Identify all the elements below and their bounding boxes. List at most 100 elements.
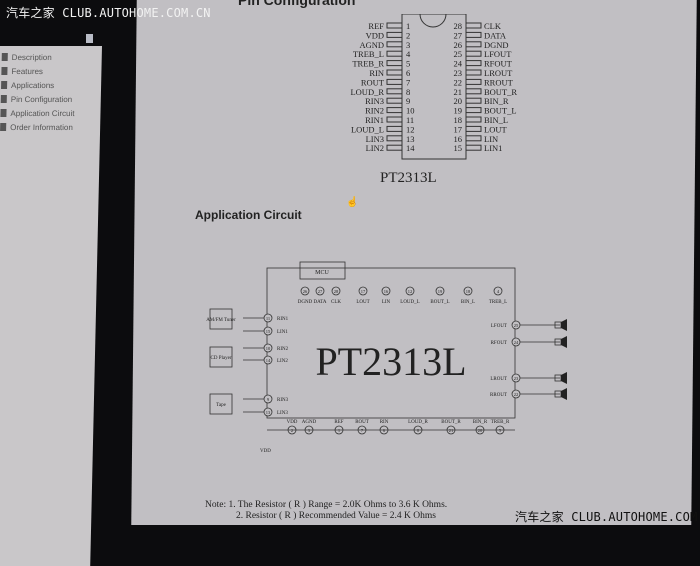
- pin-number: 16: [454, 134, 463, 144]
- pin-name: VDD: [366, 30, 384, 40]
- section-heading-pin-configuration: Pin Configuration: [238, 0, 356, 8]
- pin-number: 24: [514, 340, 519, 345]
- page-icon: [0, 95, 7, 103]
- pin-number: 25: [514, 323, 519, 328]
- pin-number: 1: [406, 21, 410, 31]
- pin-number: 22: [514, 392, 519, 397]
- pin-name: BOUT_R: [484, 87, 517, 97]
- pin-label: BOUT_R: [441, 420, 461, 425]
- pin-name: AGND: [359, 40, 384, 50]
- ic-body: [401, 14, 467, 160]
- sidebar-item-label: Features: [11, 66, 44, 76]
- sidebar-item-applications[interactable]: Applications: [0, 78, 101, 92]
- pin-lead: [386, 78, 403, 85]
- pin-number: 14: [406, 143, 415, 153]
- pin-lead: [465, 41, 482, 48]
- source-label: AM/FM Tuner: [206, 318, 236, 323]
- pin-number: 5: [406, 59, 410, 69]
- pin-number: 25: [454, 49, 463, 59]
- pin-name: RFOUT: [484, 59, 513, 69]
- pin-label: RIN3: [277, 398, 289, 403]
- sidebar-item-application-circuit[interactable]: Application Circuit: [0, 106, 101, 120]
- pin-lead: [386, 50, 403, 57]
- pin-name: LOUT: [484, 124, 507, 134]
- pin-number: 21: [454, 87, 463, 97]
- pin-number: 24: [454, 59, 463, 69]
- sidebar-item-label: Application Circuit: [10, 108, 75, 118]
- pin-name: LIN: [484, 134, 498, 144]
- pin-label: BIN_R: [473, 420, 488, 425]
- pin-number: 2: [406, 30, 410, 40]
- pin-name: REF: [368, 21, 384, 31]
- speaker-cone-icon: [561, 372, 567, 384]
- pin-number: 3: [308, 428, 311, 433]
- pin-number: 9: [267, 397, 270, 402]
- pin-name: ROUT: [361, 77, 385, 87]
- pin-name: BIN_L: [484, 115, 508, 125]
- pin-label: LIN: [382, 300, 391, 305]
- page-icon: [0, 123, 7, 131]
- pin-lead: [465, 31, 482, 38]
- pin-label: LIN3: [277, 411, 288, 416]
- pin-name: LOUD_L: [351, 124, 384, 134]
- pin-name: RIN3: [365, 96, 384, 106]
- pin-name: DGND: [484, 40, 509, 50]
- pin-lead: [465, 78, 482, 85]
- pin-circle: [435, 286, 445, 296]
- sidebar-item-description[interactable]: Description: [0, 50, 102, 64]
- pin-label: TREB_L: [489, 300, 507, 305]
- pin-name: LIN2: [366, 143, 384, 153]
- pin-number: 3: [406, 40, 410, 50]
- pin-lead: [386, 97, 403, 104]
- pin-number: 4: [497, 289, 500, 294]
- sidebar-item-label: Description: [11, 52, 52, 62]
- pin-circle: [331, 286, 341, 296]
- pin-name: RIN: [369, 68, 384, 78]
- pin-name: BOUT_L: [484, 106, 517, 116]
- pin-number: 16: [384, 289, 389, 294]
- speaker-cone-icon: [561, 319, 567, 331]
- pin-lead: [386, 88, 403, 95]
- source-block: [209, 308, 233, 330]
- pin-lead: [465, 107, 482, 114]
- bookmark-icon[interactable]: [86, 34, 93, 43]
- pin-label: LOUD_L: [400, 300, 419, 305]
- pin-name: TREB_R: [352, 59, 384, 69]
- pin-label: REF: [334, 420, 343, 425]
- pin-number: 26: [303, 289, 308, 294]
- pin-number: 6: [383, 428, 386, 433]
- pin-number: 12: [406, 124, 415, 134]
- pin-number: 13: [406, 134, 415, 144]
- pin-label: RFOUT: [491, 341, 507, 346]
- pin-number: 8: [417, 428, 420, 433]
- pin-number: 19: [454, 106, 463, 116]
- pin-number: 5: [499, 428, 502, 433]
- pin-name: BIN_R: [484, 96, 509, 106]
- page-icon: [1, 53, 8, 61]
- pin-number: 18: [454, 115, 463, 125]
- sidebar-item-features[interactable]: Features: [0, 64, 102, 78]
- pin-number: 28: [454, 21, 463, 31]
- pin-label: LIN1: [277, 330, 288, 335]
- pin-number: 10: [266, 346, 271, 351]
- sidebar-item-order-information[interactable]: Order Information: [0, 120, 100, 134]
- note-line-1: Note: 1. The Resistor ( R ) Range = 2.0K…: [205, 500, 448, 510]
- pin-circle: [381, 286, 391, 296]
- pin-lead: [465, 50, 482, 57]
- pin-number: 13: [266, 410, 271, 415]
- pin-number: 27: [318, 289, 323, 294]
- pin-lead: [386, 31, 403, 38]
- pin-lead: [465, 88, 482, 95]
- pin-number: 20: [478, 428, 483, 433]
- pin-name: RROUT: [484, 77, 514, 87]
- speaker-cone-icon: [561, 388, 567, 400]
- pin-number: 11: [406, 115, 414, 125]
- sidebar-item-pin-configuration[interactable]: Pin Configuration: [0, 92, 101, 106]
- pin-lead: [386, 107, 403, 114]
- pin-label: DGND: [298, 300, 313, 305]
- pin-label: RIN: [380, 420, 389, 425]
- sidebar-item-label: Order Information: [10, 122, 73, 132]
- pin-lead: [465, 135, 482, 142]
- source-block: [209, 346, 233, 368]
- pin-number: 23: [514, 376, 519, 381]
